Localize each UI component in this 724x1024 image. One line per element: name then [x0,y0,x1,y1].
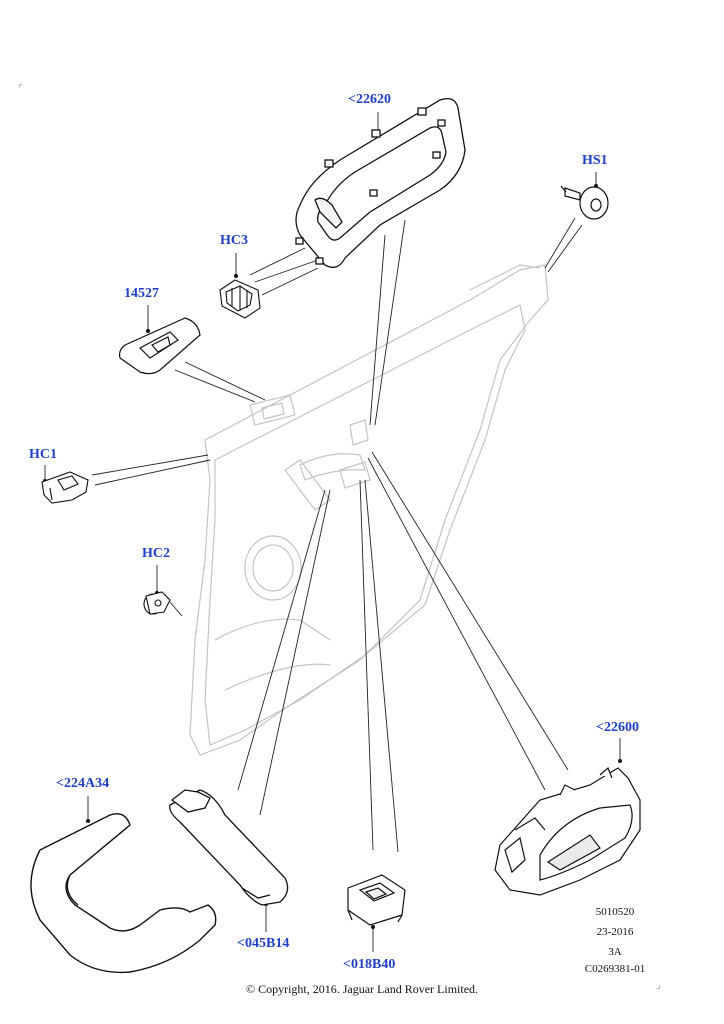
meta-line-2: 23-2016 [596,926,634,938]
screw-part[interactable] [560,185,609,220]
meta-line-4: C0269381-01 [584,963,646,975]
door-trim-panel-ghost [189,264,549,756]
callout-screw[interactable]: HS1 [582,153,608,168]
copyright-notice: © Copyright, 2016. Jaguar Land Rover Lim… [245,982,479,996]
callout-clip-hc1[interactable]: HC1 [29,447,57,462]
corner-mark-bottom: ⌟ [656,980,661,991]
trim-bezel-part[interactable] [295,97,466,268]
pull-handle-cover-part[interactable] [169,789,289,906]
meta-line-1: 5010520 [595,906,635,918]
corner-mark: ⌜ [18,84,23,95]
clip-hc1-part[interactable] [41,471,89,504]
handle-housing-part[interactable] [494,766,641,896]
callout-pull-handle-cover[interactable]: <045B14 [237,936,290,951]
grab-handle-part[interactable] [30,813,217,974]
callout-trim-bezel[interactable]: <22620 [348,92,391,107]
meta-line-3: 3A [608,946,622,958]
callout-switch-blank[interactable]: 14527 [124,286,159,301]
clip-hc2-part[interactable] [143,591,171,615]
callout-clip-hc3[interactable]: HC3 [220,233,248,248]
callout-handle-housing[interactable]: <22600 [596,720,639,735]
leader-lines [44,112,621,952]
callout-window-switch[interactable]: <018B40 [343,957,396,972]
callout-clip-hc2[interactable]: HC2 [142,546,170,561]
window-switch-part[interactable] [347,874,406,926]
clip-hc3-part[interactable] [219,279,261,319]
callout-grab-handle[interactable]: <224A34 [56,776,110,791]
switch-blank-part[interactable] [118,317,201,375]
